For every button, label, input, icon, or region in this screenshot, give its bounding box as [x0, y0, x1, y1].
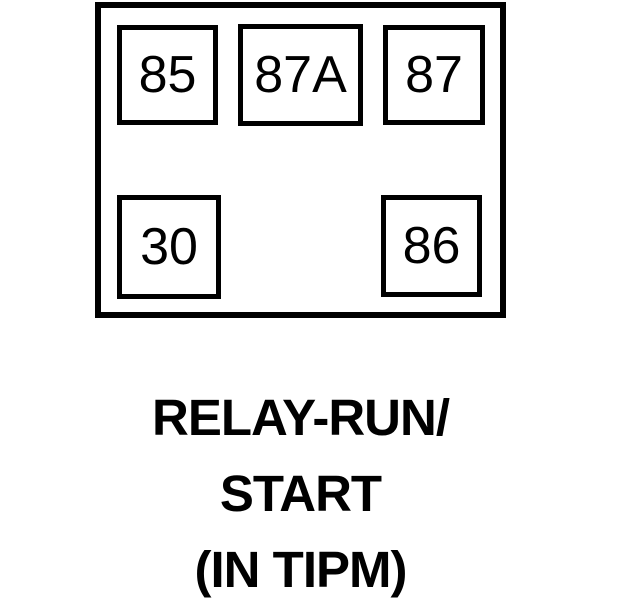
pin-label-86: 86: [402, 217, 461, 275]
pin-label-87a: 87A: [254, 46, 347, 104]
relay-pin-85: 85: [117, 25, 218, 125]
caption-line-2: START: [219, 465, 382, 522]
relay-caption: RELAY-RUN/ START (IN TIPM): [95, 380, 506, 608]
caption-line-3: (IN TIPM): [194, 541, 408, 598]
caption-line-1: RELAY-RUN/: [152, 389, 450, 446]
relay-body-outline: 85 87A 87 30 86: [95, 2, 506, 318]
relay-pin-86: 86: [381, 195, 482, 297]
pin-label-85: 85: [138, 46, 197, 104]
pin-label-87: 87: [405, 46, 463, 104]
relay-pin-87: 87: [383, 25, 485, 125]
relay-pin-87a: 87A: [238, 24, 363, 126]
relay-pin-30: 30: [117, 195, 221, 299]
pin-label-30: 30: [140, 218, 198, 276]
